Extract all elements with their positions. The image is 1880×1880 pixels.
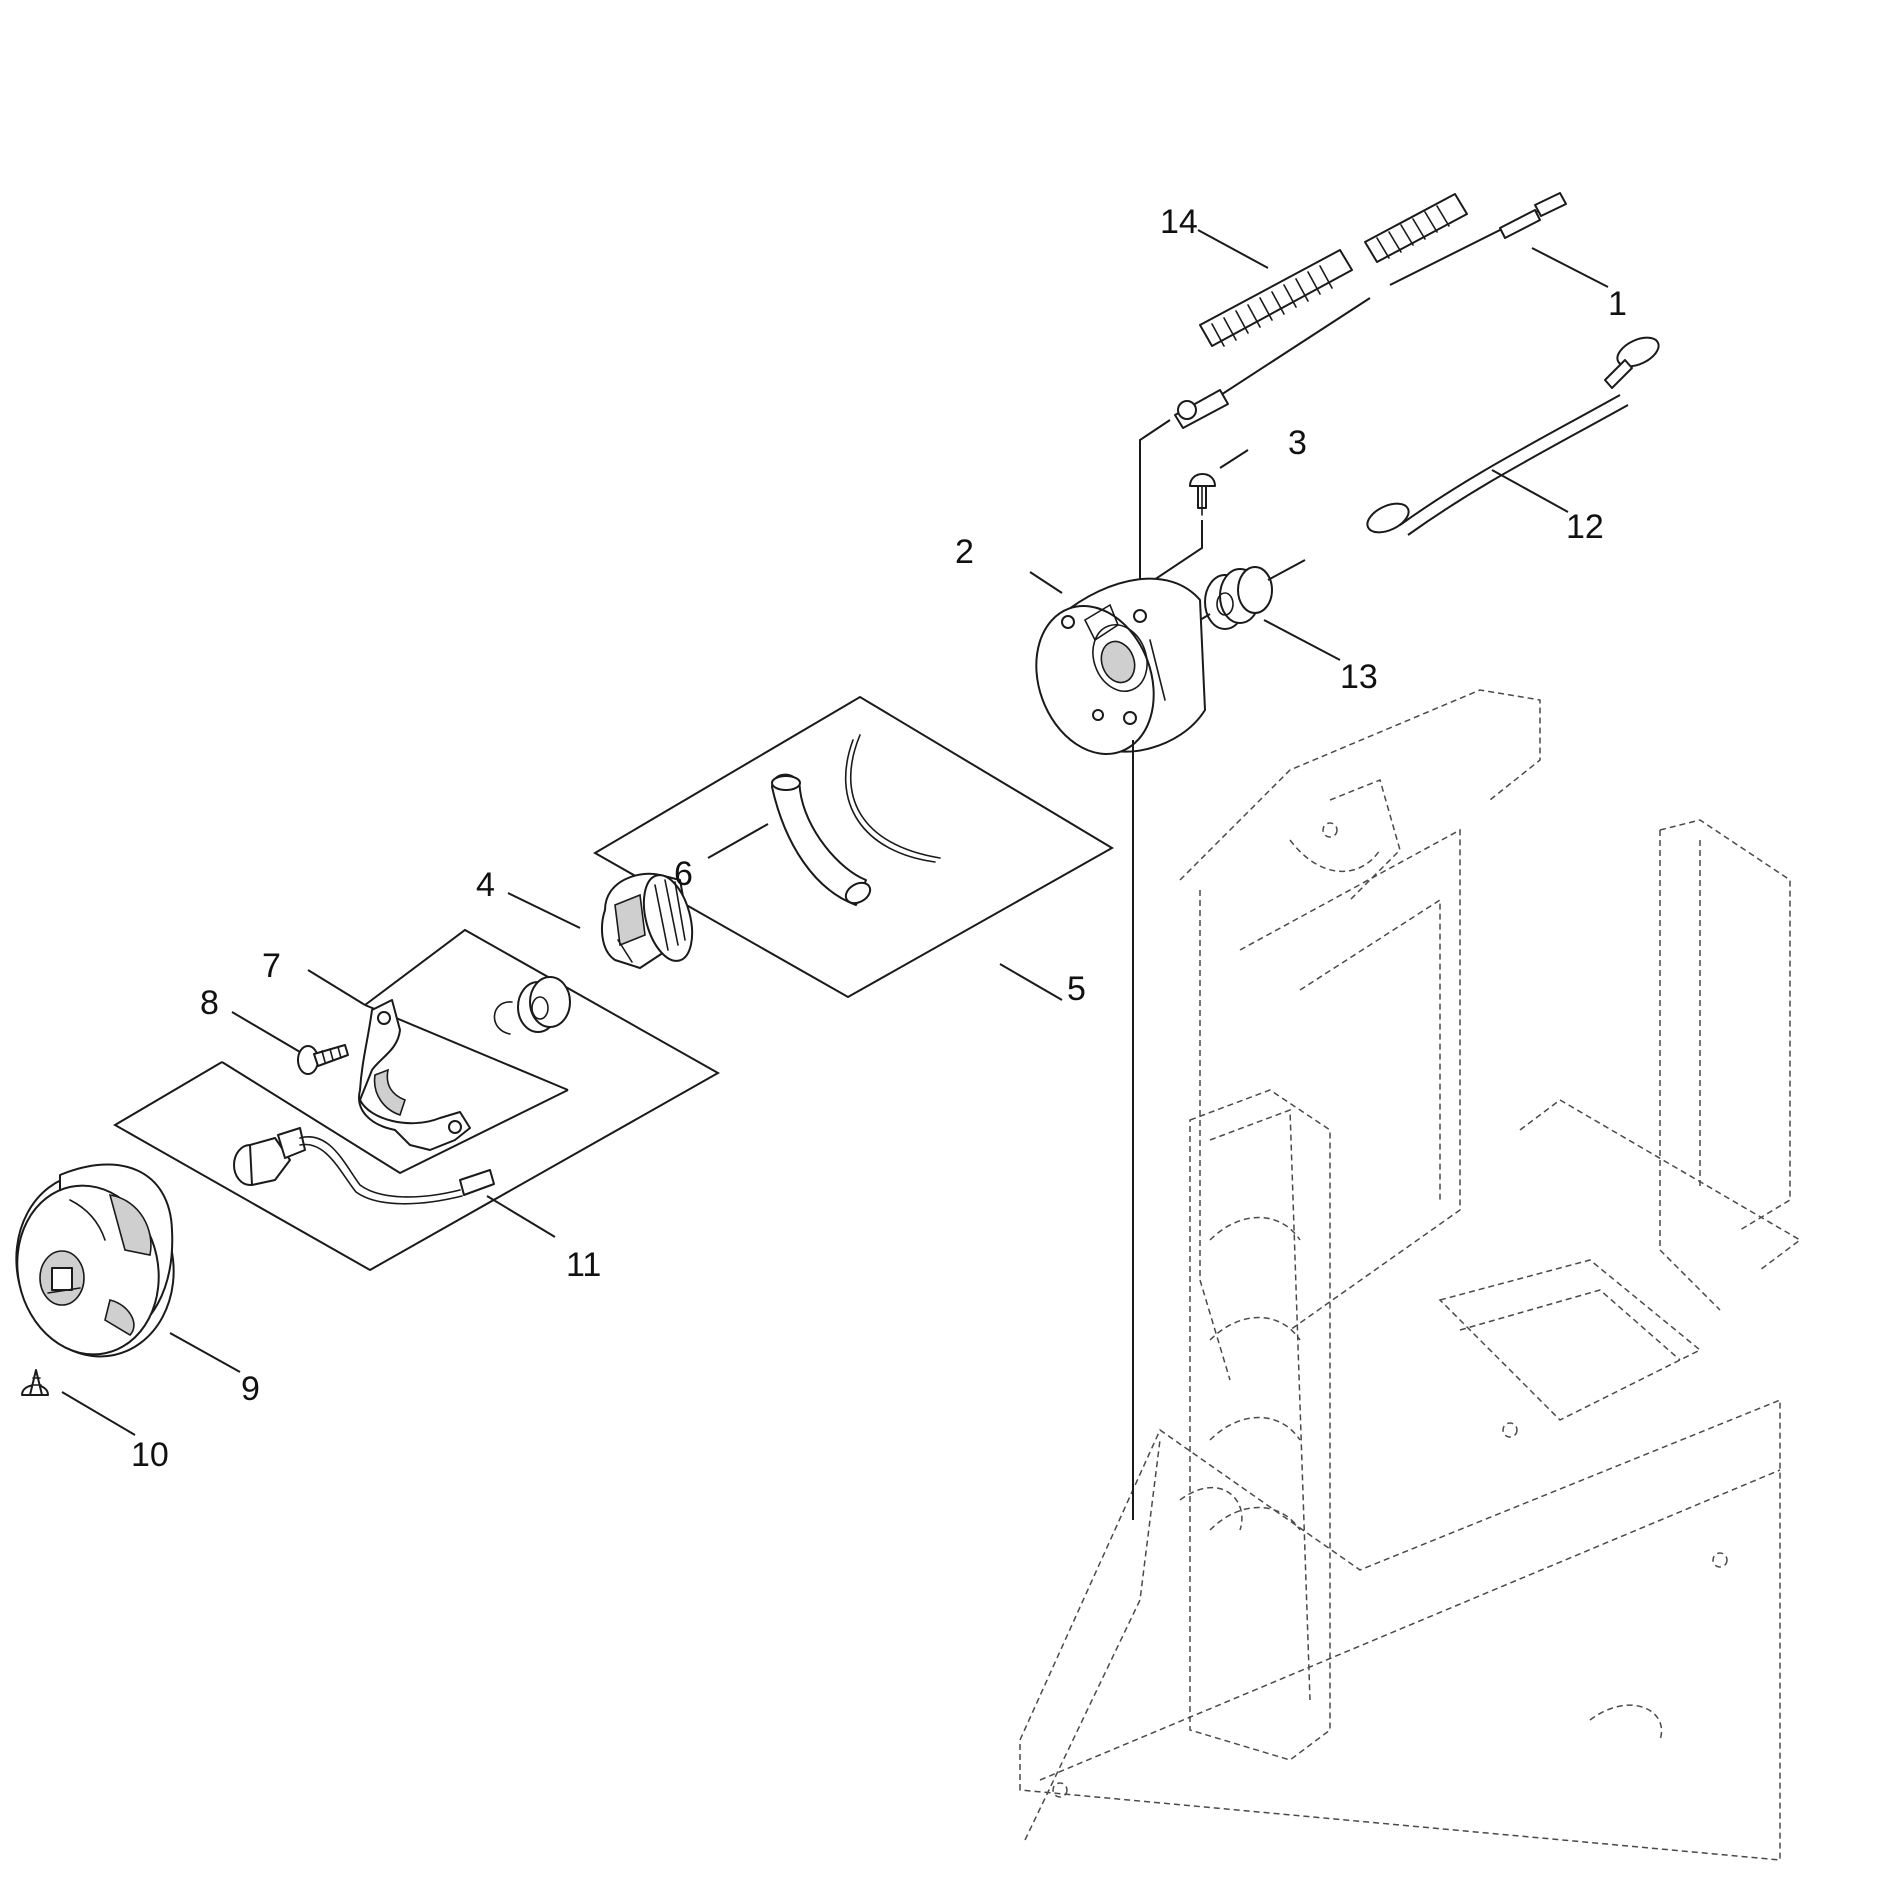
switch-body-part [601, 872, 694, 969]
callout-2: 2 [955, 533, 974, 571]
callout-12: 12 [1566, 508, 1604, 546]
switch-kit-box [113, 928, 721, 1272]
callout-13: 13 [1340, 658, 1378, 696]
holder-plate-part [1035, 577, 1206, 1520]
leader-lines [61, 229, 1609, 1436]
callout-3: 3 [1288, 424, 1307, 462]
screw-8-part [297, 1044, 349, 1075]
clamp-bracket-part [358, 999, 471, 1151]
callout-11: 11 [566, 1246, 601, 1284]
callout-8: 8 [200, 984, 219, 1022]
tapping-screw-part [21, 1369, 49, 1396]
spacer-parts [493, 976, 571, 1035]
screw-3-part [1141, 473, 1216, 589]
callout-labels: 14 1 3 12 2 13 6 4 5 7 8 11 9 10 [131, 203, 1627, 1474]
switch-assembly-part [233, 1127, 495, 1205]
callout-5: 5 [1067, 970, 1086, 1008]
protector-spring-part [1199, 193, 1468, 347]
callout-1: 1 [1608, 285, 1627, 323]
control-knob-part [15, 1163, 175, 1358]
callout-6: 6 [674, 855, 693, 893]
callout-4: 4 [476, 866, 495, 904]
ground-lead-part [1366, 336, 1660, 536]
throttle-cable-part [1139, 192, 1567, 650]
callout-7: 7 [262, 947, 281, 985]
callout-10: 10 [131, 1436, 169, 1474]
callout-14: 14 [1160, 203, 1198, 241]
cable-tube-kit-box [593, 695, 1114, 999]
backpack-frame [1019, 689, 1802, 1861]
callout-9: 9 [241, 1370, 260, 1408]
